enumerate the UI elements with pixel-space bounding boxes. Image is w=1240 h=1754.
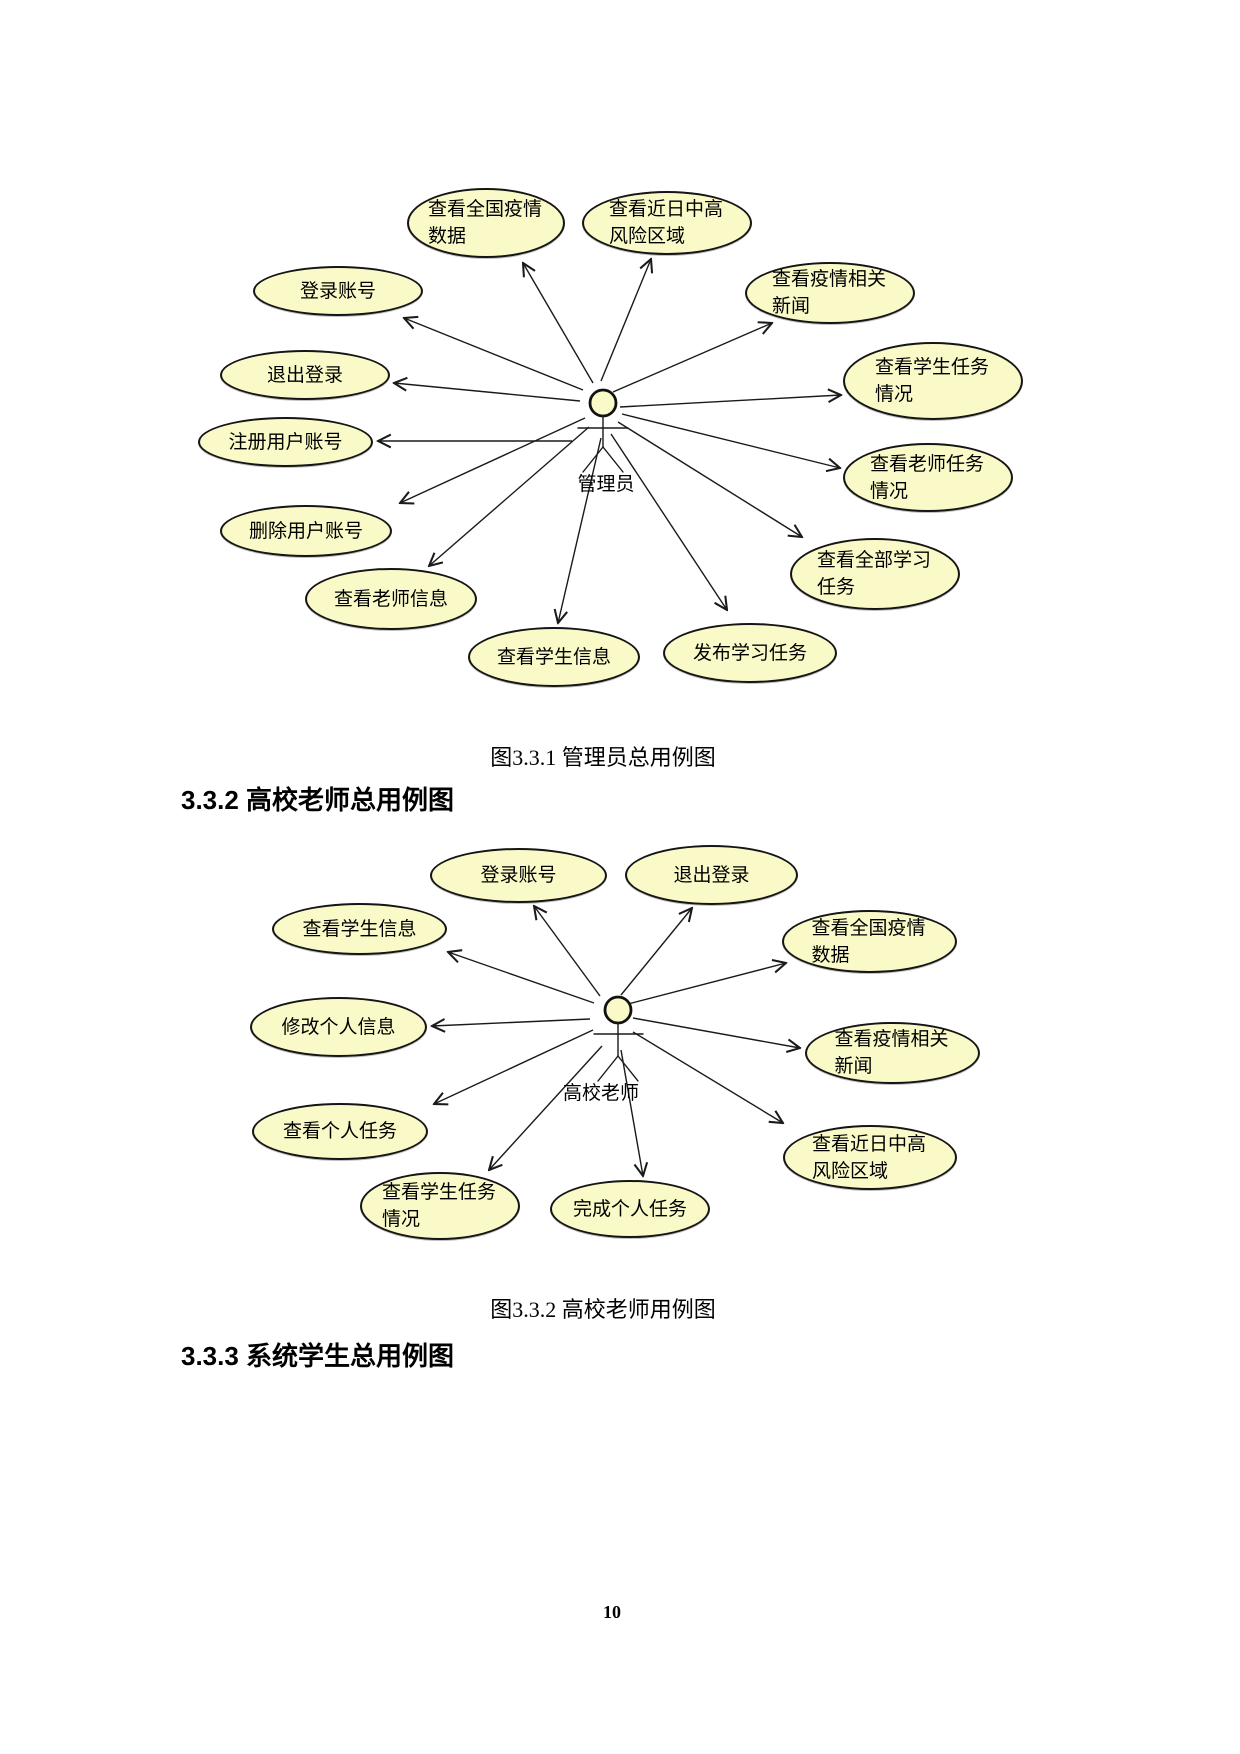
usecase-ellipse: 查看老师信息	[305, 568, 477, 630]
usecase-ellipse: 查看学生信息	[272, 903, 447, 955]
usecase-label: 删除用户账号	[248, 520, 363, 542]
association-arrow	[632, 1031, 783, 1123]
association-arrow	[610, 433, 727, 610]
usecase-label: 退出登录	[266, 364, 343, 386]
association-arrow	[558, 437, 602, 623]
usecase-label: 完成个人任务	[572, 1198, 687, 1220]
usecase-label: 登录账号	[299, 280, 376, 302]
usecase-ellipse: 查看疫情相关新闻	[805, 1022, 980, 1084]
section-heading-332: 3.3.2 高校老师总用例图	[181, 785, 455, 815]
association-arrow	[627, 963, 786, 1005]
association-arrow	[400, 417, 586, 503]
usecase-ellipse: 删除用户账号	[220, 505, 392, 557]
association-arrow	[632, 1017, 800, 1048]
association-arrow	[617, 421, 802, 537]
usecase-ellipse: 查看学生任务情况	[360, 1172, 520, 1240]
usecase-ellipse: 查看近日中高风险区域	[582, 191, 752, 255]
usecase-ellipse: 查看全国疫情数据	[407, 188, 565, 258]
association-arrow	[619, 395, 841, 408]
figure-caption-331: 图3.3.1 管理员总用例图	[490, 745, 716, 770]
usecase-label: 查看个人任务	[282, 1121, 397, 1142]
usecase-ellipse: 查看学生信息	[468, 627, 640, 687]
usecase-ellipse: 登录账号	[253, 266, 423, 316]
usecase-ellipse: 查看学生任务情况	[843, 342, 1023, 420]
usecase-label: 查看疫情相关新闻	[772, 269, 887, 317]
association-arrow	[489, 1045, 603, 1170]
usecase-ellipse: 查看全国疫情数据	[782, 910, 957, 973]
association-arrow	[620, 908, 692, 996]
usecase-ellipse: 注册用户账号	[198, 417, 373, 467]
association-arrow	[434, 1029, 594, 1104]
usecase-ellipse: 查看老师任务情况	[843, 443, 1013, 512]
association-arrow	[523, 263, 594, 384]
association-arrow	[448, 952, 595, 1004]
usecase-ellipse: 登录账号	[430, 848, 607, 903]
association-arrow	[600, 259, 651, 382]
usecase-ellipse: 退出登录	[625, 845, 798, 905]
actor-admin-figure	[577, 388, 629, 473]
association-arrow	[394, 383, 581, 402]
usecase-label: 查看学生任务情况	[875, 357, 990, 405]
usecase-label: 查看学生任务情况	[382, 1182, 497, 1230]
usecase-label: 查看全部学习任务	[817, 550, 932, 598]
association-arrow	[432, 1019, 591, 1026]
usecase-label: 登录账号	[480, 865, 557, 886]
page-number: 10	[603, 1602, 621, 1622]
association-arrow	[534, 906, 601, 997]
association-arrow	[404, 318, 584, 391]
association-arrow	[621, 413, 840, 468]
actor-teacher-figure	[593, 995, 644, 1082]
usecase-ellipse: 查看个人任务	[252, 1103, 428, 1160]
diagram2-associations	[432, 906, 800, 1176]
usecase-label: 查看近日中高风险区域	[812, 1133, 927, 1182]
usecase-ellipse: 查看全部学习任务	[790, 538, 960, 610]
usecase-ellipse: 修改个人信息	[250, 997, 427, 1057]
association-arrow	[612, 323, 772, 393]
usecase-label: 查看全国疫情数据	[811, 917, 926, 966]
usecase-ellipse: 查看近日中高风险区域	[783, 1125, 957, 1190]
usecase-label: 修改个人信息	[281, 1016, 396, 1038]
actor-teacher-label: 高校老师	[562, 1083, 640, 1104]
usecase-ellipse: 发布学习任务	[663, 623, 837, 683]
usecase-label: 查看疫情相关新闻	[834, 1029, 949, 1077]
figure-caption-332: 图3.3.2 高校老师用例图	[490, 1297, 716, 1322]
usecase-label: 退出登录	[673, 864, 750, 886]
usecase-label: 查看老师任务情况	[870, 453, 985, 502]
actor-admin-label: 管理员	[577, 474, 635, 495]
usecase-ellipse: 完成个人任务	[550, 1180, 710, 1238]
diagram1-associations	[378, 259, 841, 623]
usecase-label: 查看学生信息	[302, 918, 417, 940]
usecase-ellipse: 查看疫情相关新闻	[745, 262, 915, 324]
association-arrow	[620, 1049, 643, 1176]
usecase-label: 查看学生信息	[496, 646, 611, 668]
usecase-label: 发布学习任务	[692, 642, 807, 664]
usecase-label: 注册用户账号	[228, 431, 343, 453]
usecase-label: 查看老师信息	[333, 588, 448, 610]
usecase-ellipse: 退出登录	[220, 350, 390, 400]
section-heading-333: 3.3.3 系统学生总用例图	[181, 1341, 455, 1371]
usecase-label: 查看近日中高风险区域	[609, 199, 724, 247]
association-arrow	[429, 426, 590, 566]
usecase-label: 查看全国疫情数据	[428, 199, 543, 247]
